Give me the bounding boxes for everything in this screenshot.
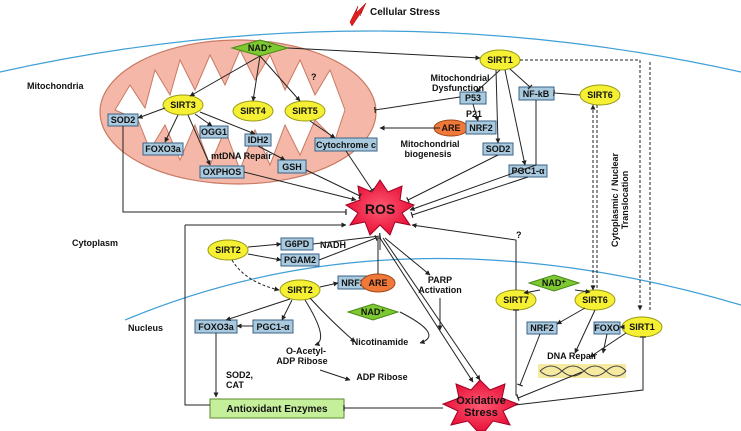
oxidative-stress-burst	[441, 379, 520, 431]
sirt6-nuc-label: SIRT6	[582, 295, 608, 305]
oxidative-stress-line1: Oxidative	[456, 395, 506, 407]
nad-right-node	[527, 274, 581, 292]
are-nuc-label: ARE	[368, 278, 387, 288]
sirt2-cyto-label: SIRT2	[215, 245, 241, 255]
sirt2-cyto-node	[207, 239, 249, 261]
pgam2-label: PGAM2	[284, 255, 316, 265]
sirt3-label: SIRT3	[170, 100, 196, 110]
connectors	[122, 47, 651, 411]
parp-line1: PARP	[428, 275, 452, 285]
nad-mito-label: NAD⁺	[248, 43, 272, 53]
region-cytoplasm: Cytoplasm	[72, 238, 118, 248]
antioxidant-label: Antioxidant Enzymes	[226, 404, 328, 415]
dna-repair-label: DNA Repair	[547, 351, 597, 361]
sod2-cat-line1: SOD2,	[226, 370, 253, 380]
sirt4-label: SIRT4	[240, 106, 266, 116]
acetyl-line2: ADP Ribose	[276, 356, 327, 366]
foxo3a-mito-box	[142, 142, 184, 156]
nfkb-label: NF-kB	[523, 89, 550, 99]
nrf2-right-box	[526, 321, 558, 335]
sirt1-nuc-label: SIRT1	[629, 322, 655, 332]
nad-right-label: NAD⁺	[542, 278, 566, 288]
ogg1-box	[199, 125, 229, 139]
parp-line2: Activation	[418, 285, 462, 295]
idh2-label: IDH2	[248, 135, 269, 145]
mito-dysfunction-line1: Mitochondrial	[431, 73, 490, 83]
nad-nuc-label: NAD⁺	[361, 307, 385, 317]
pgc1a-top-label: PGC1-α	[511, 166, 545, 176]
pgc1a-nuc-label: PGC1-α	[256, 322, 290, 332]
p53-label: P53	[465, 93, 481, 103]
gsh-box	[277, 159, 307, 174]
sirt2-nuc-label: SIRT2	[287, 285, 313, 295]
nadh-label: NADH	[320, 240, 346, 250]
region-nucleus: Nucleus	[128, 323, 163, 333]
mtdna-repair-label: mtDNA Repair	[211, 151, 272, 161]
sirt7-label: SIRT7	[503, 295, 529, 305]
nrf2-top-label: NRF2	[469, 123, 493, 133]
nicotinamide-label: Nicotinamide	[352, 337, 409, 347]
sirt3-node	[162, 94, 204, 116]
nrf2-right-label: NRF2	[530, 323, 554, 333]
foxo3a-nuc-label: FOXO3a	[198, 322, 235, 332]
sod2-mito-label: SOD2	[111, 115, 136, 125]
mito-biogenesis-line2: biogenesis	[404, 149, 451, 159]
foxo-label: FOXO	[594, 323, 620, 333]
p21-label: P21	[466, 109, 482, 119]
sirt6-top-label: SIRT6	[587, 90, 613, 100]
translocation-line1: Cytoplasmic / Nuclear	[610, 152, 620, 247]
ros-label: ROS	[365, 201, 395, 217]
cyto-question-mark: ?	[516, 230, 522, 240]
region-mitochondria: Mitochondria	[27, 81, 84, 91]
oxphos-label: OXPHOS	[203, 167, 242, 177]
mito-dysfunction-line2: Dysfunction	[432, 83, 484, 93]
cell-membrane	[0, 30, 741, 73]
nuclear-membrane	[124, 257, 741, 321]
ros-burst	[344, 179, 416, 236]
sirt5-label: SIRT5	[292, 106, 318, 116]
sod2-top-label: SOD2	[486, 144, 511, 154]
translocation-line2: Translocation	[620, 171, 630, 230]
ogg1-label: OGG1	[201, 127, 227, 137]
nrf2-top-box	[465, 120, 497, 135]
sirt5-node	[284, 100, 326, 122]
dna-helix-icon	[538, 364, 627, 378]
acetyl-line1: O-Acetyl-	[286, 346, 326, 356]
stress-bolt-icon	[349, 2, 367, 27]
foxo3a-mito-label: FOXO3a	[145, 144, 182, 154]
nrf2-nuc-label: NRF2	[341, 278, 365, 288]
sirt1-top-label: SIRT1	[487, 55, 513, 65]
sod2-cat-line2: CAT	[226, 380, 244, 390]
sirt2-nuc-node	[279, 279, 321, 301]
adp-ribose-label: ADP Ribose	[356, 372, 407, 382]
gsh-label: GSH	[282, 162, 302, 172]
oxidative-stress-line2: Stress	[464, 407, 498, 419]
mito-biogenesis-line1: Mitochondrial	[401, 139, 460, 149]
nad-nuc-node	[346, 303, 400, 321]
mito-question-mark: ?	[311, 72, 317, 82]
cytochrome-c-label: Cytochrome c	[316, 140, 376, 150]
cellular-stress-title: Cellular Stress	[370, 7, 440, 18]
are-top-label: ARE	[441, 123, 460, 133]
g6pd-label: G6PD	[285, 239, 310, 249]
